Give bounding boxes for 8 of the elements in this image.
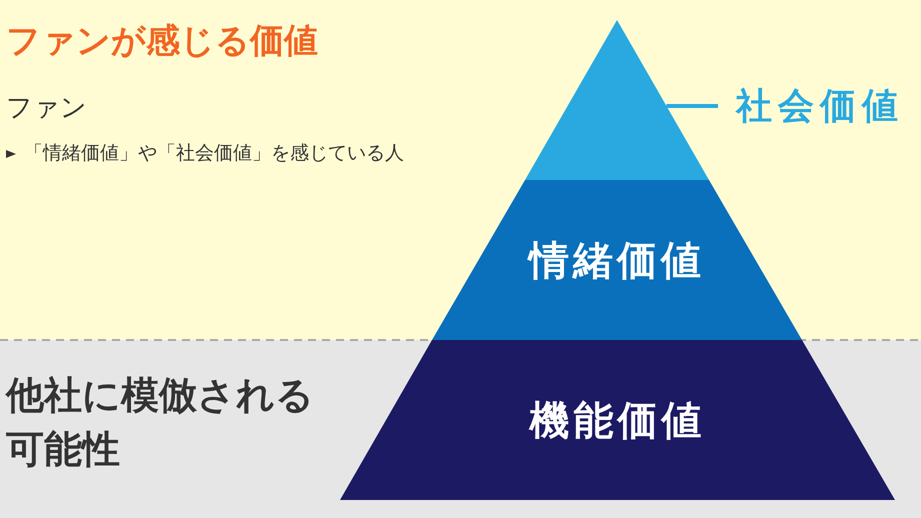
note: 他社に模倣される可能性: [6, 372, 315, 473]
heading: ファンが感じる価値: [6, 20, 318, 63]
tier-label: 機能価値: [530, 396, 706, 446]
leader-line: [666, 104, 718, 108]
subheading: ファン: [6, 92, 87, 125]
tier-label: 情緒価値: [529, 236, 705, 286]
value-label: 社会価値: [736, 84, 904, 128]
description: 「情緒価値」や「社会価値」を感じている人: [24, 141, 404, 166]
